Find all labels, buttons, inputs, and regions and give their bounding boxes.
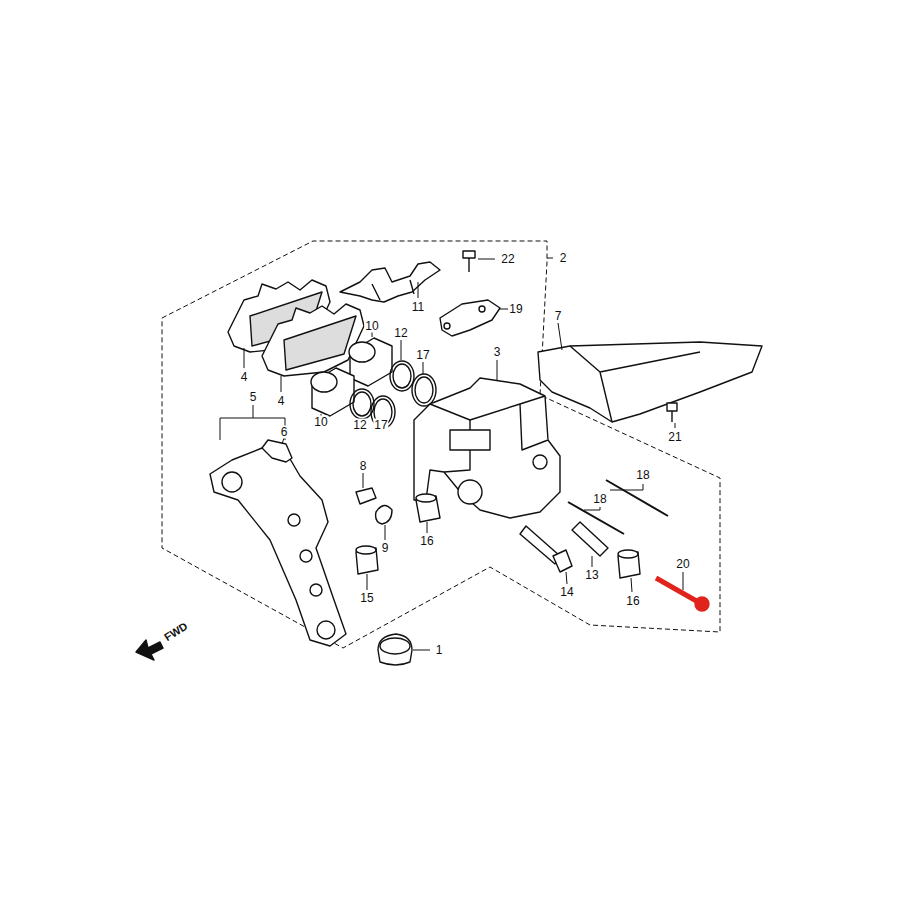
callout-number: 22: [500, 253, 515, 266]
callout-number: 18: [635, 469, 650, 482]
callout-number: 10: [313, 416, 328, 429]
callout-number: 6: [280, 426, 289, 439]
callout-number: 4: [240, 371, 249, 384]
callout-number: 14: [559, 586, 574, 599]
callout-number: 8: [359, 460, 368, 473]
callout-number: 7: [554, 310, 563, 323]
callout-number: 15: [359, 592, 374, 605]
callout-number: 16: [625, 595, 640, 608]
callout-number: 19: [508, 303, 523, 316]
callout-number: 20: [675, 558, 690, 571]
callout-number: 21: [667, 431, 682, 444]
callout-number: 17: [415, 349, 430, 362]
callout-number: 3: [493, 346, 502, 359]
callout-number: 12: [352, 419, 367, 432]
direction-label: FWD: [161, 619, 191, 644]
callout-number: 12: [393, 327, 408, 340]
callout-number: 18: [592, 493, 607, 506]
callout-number: 2: [559, 252, 568, 265]
callout-number: 13: [584, 569, 599, 582]
callout-number: 1: [435, 644, 444, 657]
callout-number: 11: [411, 301, 425, 314]
callout-number: 17: [373, 419, 388, 432]
callout-number: 16: [419, 535, 434, 548]
callout-number: 9: [381, 542, 390, 555]
callout-number: 4: [277, 395, 286, 408]
callout-number: 5: [249, 391, 258, 404]
callout-number: 10: [364, 320, 379, 333]
